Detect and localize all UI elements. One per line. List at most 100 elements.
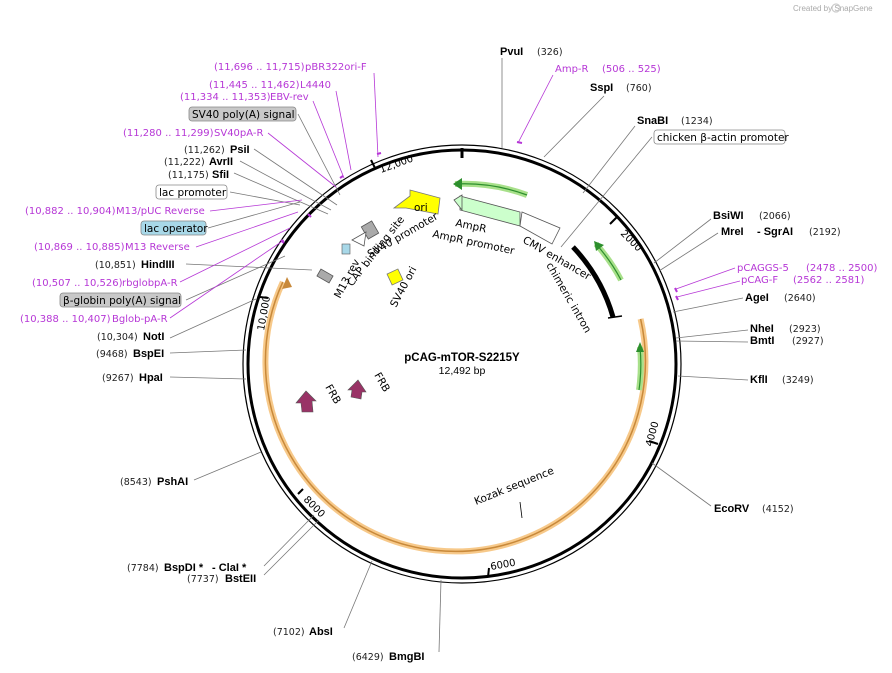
site-ecorv: EcoRV bbox=[714, 503, 750, 515]
site-psii: PsiI bbox=[230, 144, 250, 156]
site-bmti-pos: (2927) bbox=[792, 336, 824, 347]
kozak-label: Kozak sequence bbox=[473, 465, 556, 508]
promoter-arc-end bbox=[607, 315, 623, 319]
promoter-arc bbox=[571, 245, 616, 318]
sv40-polya-box bbox=[188, 106, 297, 122]
primer-bglob-pa-r: Bglob-pA-R bbox=[112, 314, 168, 325]
site-bmgbi-pos: (6429) bbox=[352, 652, 384, 663]
site-mrei-pos: (2192) bbox=[809, 227, 841, 238]
site-nhei: NheI bbox=[750, 323, 774, 335]
site-bmti: BmtI bbox=[750, 335, 774, 347]
site-pshai-pos: (8543) bbox=[120, 477, 152, 488]
tick-12000-label: 12,000 bbox=[378, 154, 415, 176]
backbone-inner-strand bbox=[246, 148, 678, 580]
tick-12000-mark bbox=[370, 159, 376, 169]
primer-pcaggs-5: pCAGGS-5 bbox=[737, 263, 789, 274]
site-leader-lines bbox=[169, 58, 749, 653]
site-sspi-pos: (760) bbox=[626, 83, 652, 94]
site-nhei-pos: (2923) bbox=[789, 324, 821, 335]
site-kfli-pos: (3249) bbox=[782, 375, 814, 386]
site-hpai-pos: (9267) bbox=[102, 373, 134, 384]
ampr-promoter-arrow bbox=[519, 211, 561, 245]
tick-6000-mark bbox=[487, 567, 490, 578]
primer-pcag-f-range: (2562 .. 2581) bbox=[793, 275, 865, 286]
primer-l4440: L4440 bbox=[300, 80, 331, 91]
site-bspdi-pos: (7784) bbox=[127, 563, 159, 574]
primer-rbglobpa-r: rbglobpA-R bbox=[122, 278, 178, 289]
ori-arrow bbox=[392, 189, 441, 215]
cds-arc-arrowhead bbox=[282, 277, 292, 289]
bglobin-polya-box bbox=[316, 268, 334, 284]
cap-site-arrow bbox=[351, 231, 367, 247]
site-mrei: MreI bbox=[721, 226, 744, 238]
primer-ebv-rev-range: (11,334 .. 11,353) bbox=[180, 92, 271, 103]
lac-promoter-box bbox=[155, 184, 228, 200]
sv40-ori-box bbox=[386, 268, 404, 286]
site-hindiii-pos: (10,851) bbox=[95, 260, 136, 271]
frb-arrow-1 bbox=[295, 390, 317, 413]
cds-arc bbox=[264, 281, 647, 553]
snapgene-watermark-text: Created by SnapGene bbox=[793, 4, 873, 13]
primer-m13-reverse-range: (10,869 .. 10,885) bbox=[34, 242, 125, 253]
tick-2000-label: 2000 bbox=[618, 228, 644, 254]
tick-10000-mark bbox=[259, 296, 269, 299]
site-noti: NotI bbox=[143, 331, 164, 343]
frb-label-1: FRB bbox=[322, 383, 343, 407]
primer-pcaggs-5-range: (2478 .. 2500) bbox=[806, 263, 878, 274]
site-snabi-pos: (1234) bbox=[681, 116, 713, 127]
site-bsiwi: BsiWI bbox=[713, 210, 744, 222]
primer-m13puc-reverse: M13/pUC Reverse bbox=[116, 206, 205, 217]
frb-arrow-2 bbox=[347, 379, 367, 400]
chicken-actin-promoter-label: chicken β-actin promoter bbox=[657, 132, 789, 144]
primer-pbr322ori-f: pBR322ori-F bbox=[305, 62, 367, 73]
primer-m13-reverse: M13 Reverse bbox=[125, 242, 190, 253]
ampr-arrow bbox=[459, 195, 521, 227]
site-sspi: SspI bbox=[590, 82, 613, 94]
green-arc-2-arrowhead bbox=[594, 241, 604, 251]
primer-m13puc-reverse-range: (10,882 .. 10,904) bbox=[25, 206, 116, 217]
plasmid-length: 12,492 bp bbox=[439, 365, 486, 377]
site-pvui: PvuI bbox=[500, 46, 523, 58]
ori-label: ori bbox=[414, 202, 428, 214]
kozak-pointer bbox=[519, 501, 523, 519]
tick-2000-mark bbox=[609, 216, 618, 225]
chicken-actin-promoter-box bbox=[653, 129, 786, 145]
site-bsteii-pos: (7737) bbox=[187, 574, 219, 585]
site-avrii: AvrII bbox=[209, 156, 233, 168]
site-psii-pos: (11,262) bbox=[184, 145, 225, 156]
site-agei: AgeI bbox=[745, 292, 769, 304]
primer-bglob-pa-r-range: (10,388 .. 10,407) bbox=[20, 314, 111, 325]
tick-8000-mark bbox=[297, 488, 304, 495]
site-hindiii: HindIII bbox=[141, 259, 175, 271]
green-arc-3-arrowhead bbox=[636, 342, 644, 352]
site-noti-pos: (10,304) bbox=[97, 332, 138, 343]
primer-leader-lines bbox=[169, 72, 741, 319]
primer-sv40pa-r: SV40pA-R bbox=[214, 128, 263, 139]
sv40-polya-label: SV40 poly(A) signal bbox=[192, 109, 295, 121]
site-clai: - ClaI * bbox=[212, 562, 247, 574]
backbone-outer-strand bbox=[242, 144, 682, 584]
site-bspei: BspEI bbox=[133, 348, 164, 360]
primer-sv40pa-r-range: (11,280 .. 11,299) bbox=[123, 128, 214, 139]
site-ecorv-pos: (4152) bbox=[762, 504, 794, 515]
tick-4000-mark bbox=[648, 440, 659, 445]
primer-ebv-rev: EBV-rev bbox=[270, 92, 309, 103]
site-sgrai: - SgrAI bbox=[757, 226, 793, 238]
site-bspei-pos: (9468) bbox=[96, 349, 128, 360]
green-arc-1-arrowhead bbox=[453, 178, 462, 190]
bglobin-polya-label: β-globin poly(A) signal bbox=[63, 295, 181, 307]
site-hpai: HpaI bbox=[139, 372, 163, 384]
primer-amp-r-range: (506 .. 525) bbox=[602, 64, 661, 75]
site-snabi: SnaBI bbox=[637, 115, 668, 127]
tick-6000-label: 6000 bbox=[490, 558, 517, 573]
site-bmgbi: BmgBI bbox=[389, 651, 424, 663]
lac-promoter-label: lac promoter bbox=[159, 187, 227, 199]
plasmid-name: pCAG-mTOR-S2215Y bbox=[404, 352, 520, 364]
frb-label-2: FRB bbox=[371, 371, 392, 395]
lac-operator-mark bbox=[341, 243, 351, 255]
green-arc-2 bbox=[593, 242, 624, 282]
site-pvui-pos: (326) bbox=[537, 47, 563, 58]
site-pshai: PshAI bbox=[157, 476, 188, 488]
primer-pcag-f: pCAG-F bbox=[741, 275, 778, 286]
